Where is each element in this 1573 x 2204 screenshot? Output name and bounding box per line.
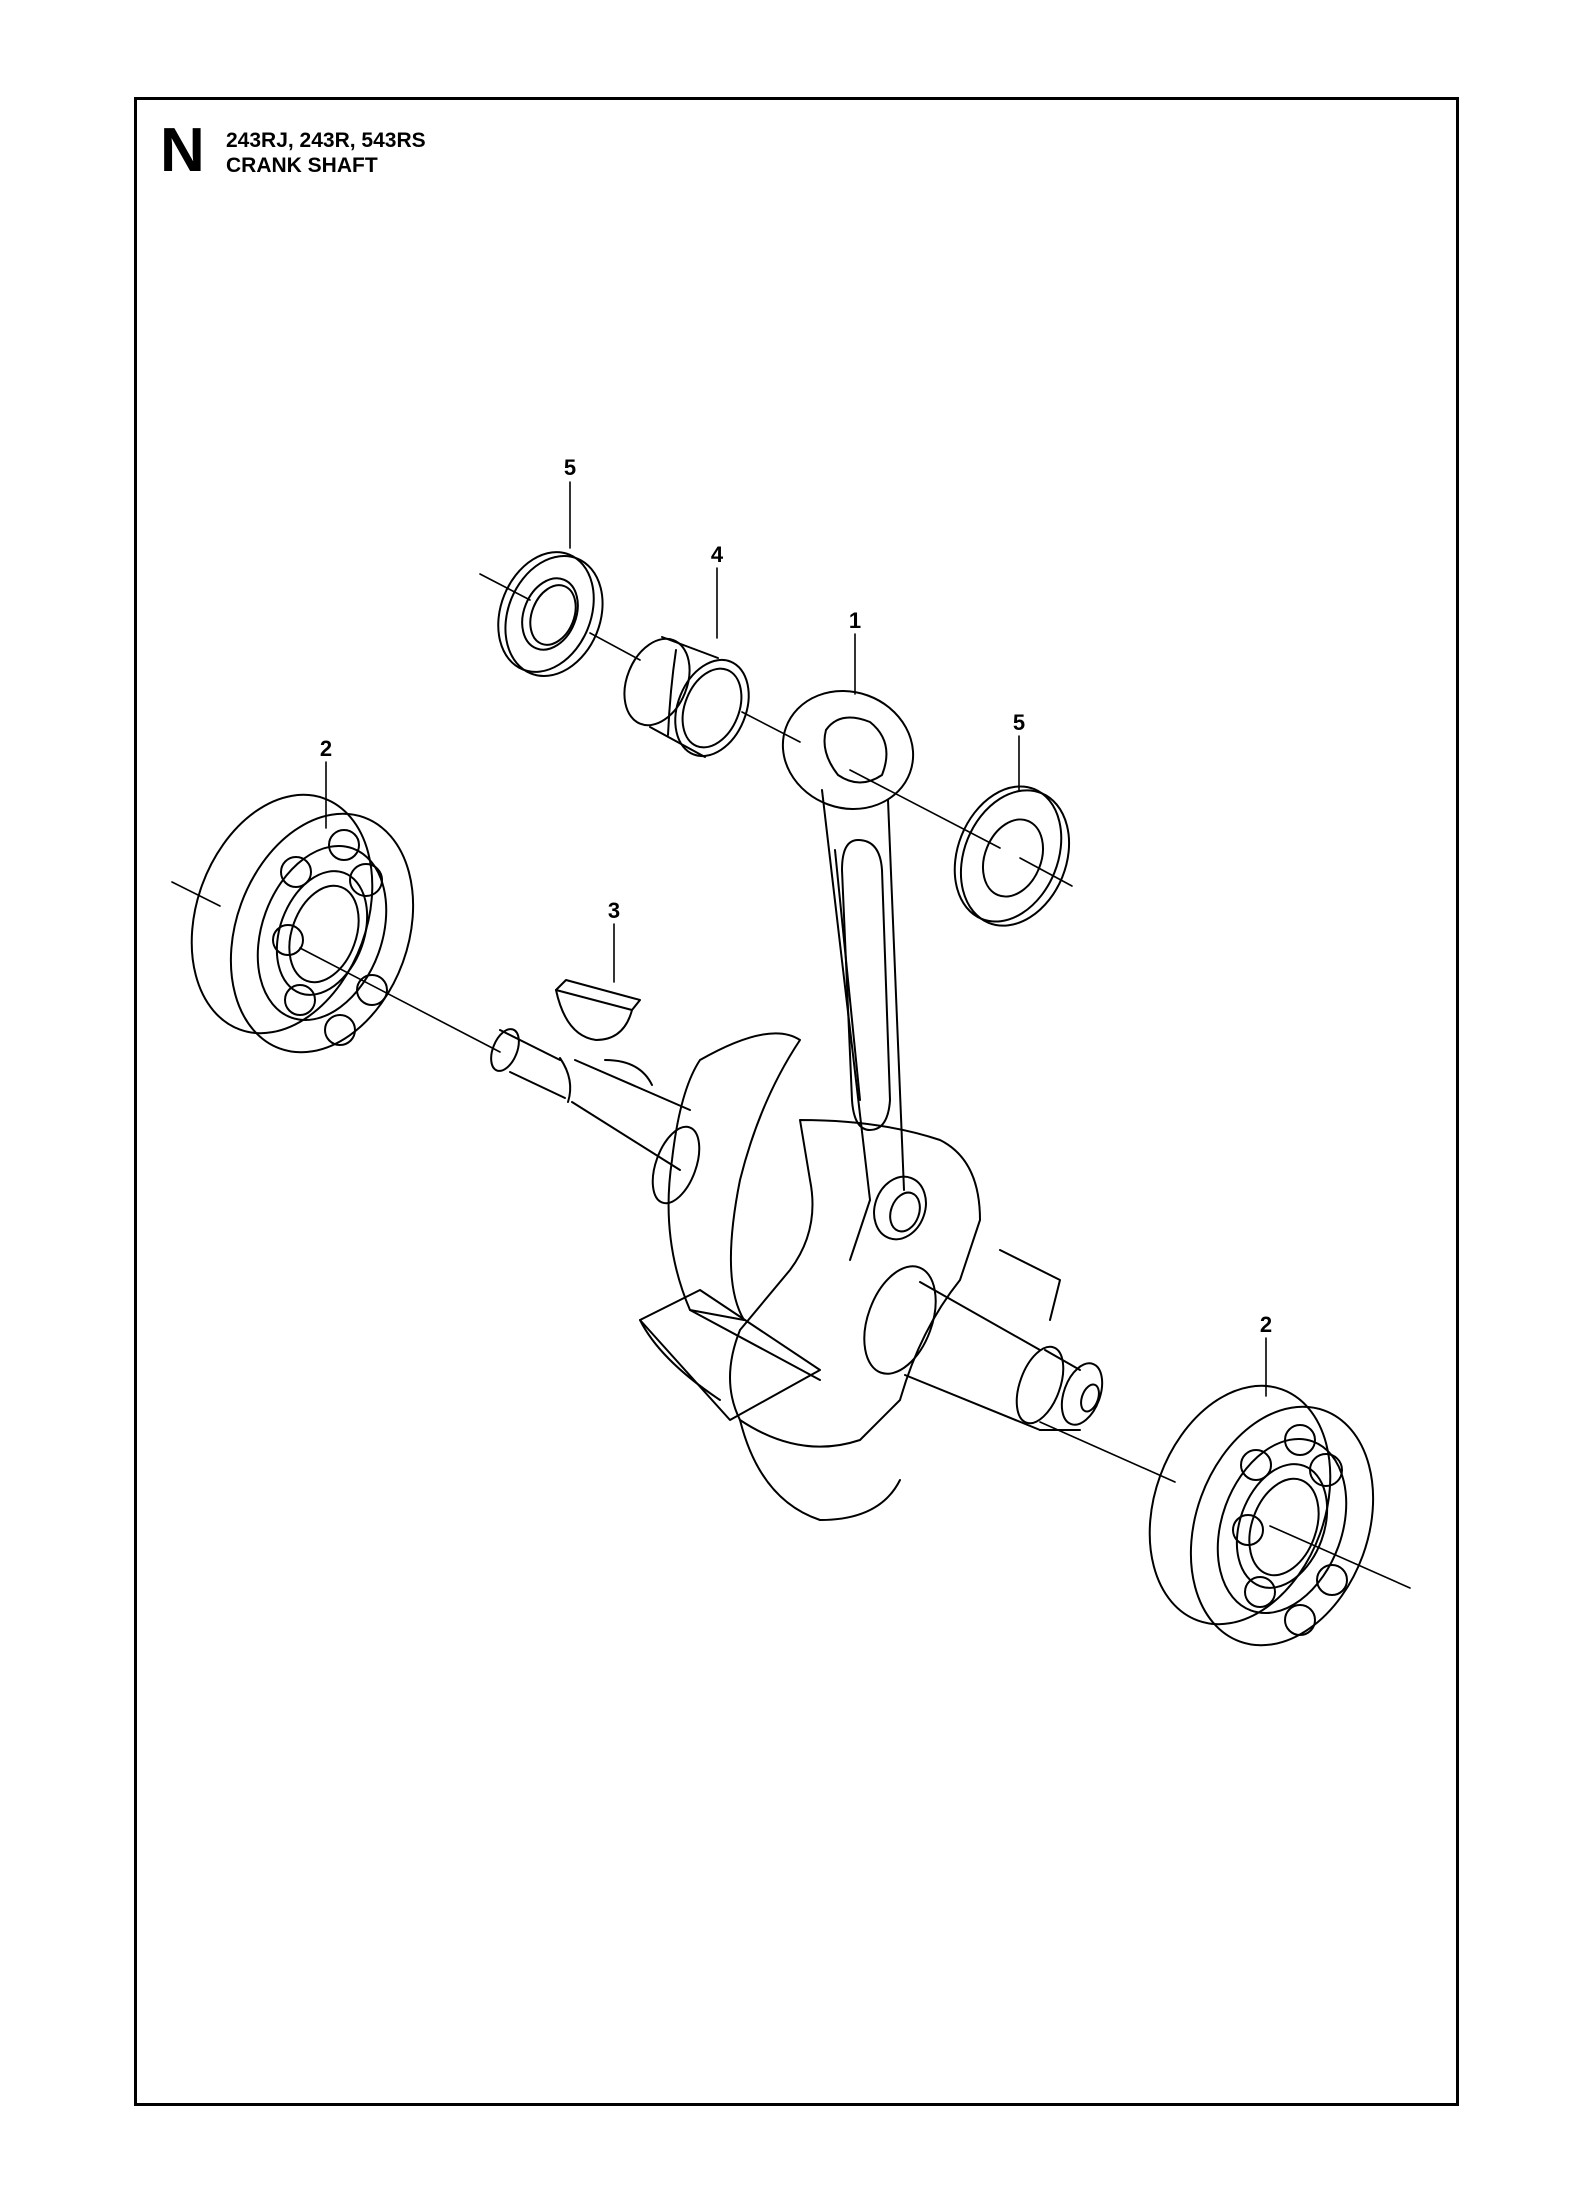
seal-ring-right bbox=[953, 785, 1071, 927]
callout-2-right: 2 bbox=[1260, 1312, 1272, 1337]
needle-bearing bbox=[623, 636, 750, 758]
callout-2-left: 2 bbox=[320, 736, 332, 761]
woodruff-key bbox=[555, 979, 641, 1041]
section-letter: N bbox=[160, 116, 205, 185]
ball-bearing-right bbox=[1148, 1384, 1375, 1647]
assembly-axis-lines bbox=[171, 573, 1411, 1589]
callout-1: 1 bbox=[849, 608, 861, 633]
ball-bearing-left bbox=[190, 793, 415, 1054]
seal-ring-top bbox=[497, 551, 604, 678]
callout-labels: 5 4 1 5 2 3 2 bbox=[320, 455, 1272, 1337]
page-frame bbox=[134, 97, 1459, 2106]
crankshaft bbox=[490, 1028, 1104, 1521]
callout-5-top: 5 bbox=[564, 455, 576, 480]
callout-5-right: 5 bbox=[1013, 710, 1025, 735]
callout-3: 3 bbox=[608, 898, 620, 923]
header-block: 243RJ, 243R, 543RS CRANK SHAFT bbox=[226, 128, 426, 178]
diagram-title: CRANK SHAFT bbox=[226, 154, 378, 177]
callout-4: 4 bbox=[711, 542, 724, 567]
connecting-rod bbox=[781, 690, 915, 1261]
model-list: 243RJ, 243R, 543RS bbox=[226, 129, 426, 152]
callout-leaders bbox=[325, 481, 1267, 1397]
